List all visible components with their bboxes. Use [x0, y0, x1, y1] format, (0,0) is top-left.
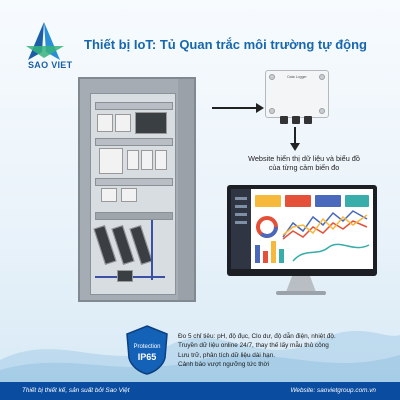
cabinet-photo	[78, 77, 196, 302]
cable-gland	[304, 116, 312, 124]
website-caption-line: Website hiển thị dữ liệu và biểu đồ	[248, 154, 360, 163]
website-caption: Website hiển thị dữ liệu và biểu đồ của …	[240, 154, 368, 172]
din-rail	[95, 102, 173, 110]
dashboard-screen	[231, 189, 373, 269]
dashboard-graphic	[231, 189, 370, 269]
din-rail	[95, 138, 173, 146]
feature-item: Cảnh báo vượt ngưỡng tức thời	[178, 360, 270, 368]
feature-item: Đo 5 chỉ tiêu: pH, độ đục, Clo dư, độ dẫ…	[178, 333, 336, 340]
footer-website: Website: saovietgroup.com.vn	[290, 387, 377, 394]
arrow-right-icon	[212, 103, 264, 113]
data-logger-device: Data Logger	[265, 70, 329, 124]
website-caption-line: của từng cảm biến đo	[268, 163, 340, 173]
water-splash-decoration	[0, 330, 400, 382]
page-title: Thiết bị IoT: Tủ Quan trắc môi trường tự…	[84, 37, 367, 52]
screw	[319, 74, 325, 80]
display-module	[99, 148, 123, 174]
pump	[117, 270, 133, 282]
badge-top-text: Protection	[133, 344, 160, 350]
shield-icon: Protection IP65	[126, 325, 168, 375]
screw	[269, 108, 275, 114]
footer-bar: Thiết bị thiết kế, sản suất bởi Sao Việt…	[0, 382, 400, 400]
cable-gland	[280, 116, 288, 124]
feature-list: Đo 5 chỉ tiêu: pH, độ đục, Clo dư, độ dẫ…	[178, 332, 398, 369]
feature-item: Lưu trữ, phân tích dữ liệu dài hạn.	[178, 351, 276, 359]
cabinet-interior	[90, 93, 176, 295]
cable-gland	[292, 116, 300, 124]
socket	[121, 188, 137, 202]
monitor	[227, 185, 377, 276]
breaker	[115, 114, 131, 132]
socket	[101, 188, 117, 202]
device-label: Data Logger	[287, 75, 307, 79]
sao-viet-logo-icon	[26, 22, 64, 60]
screw	[269, 74, 275, 80]
badge-bottom-text: IP65	[138, 352, 157, 362]
monitor-stand	[286, 276, 316, 292]
relay	[127, 150, 139, 170]
arrow-down-icon	[290, 127, 300, 151]
divider-shelf	[95, 212, 173, 220]
monitor-base	[276, 291, 326, 295]
feature-item: Truyền dữ liệu online 24/7, thay thế lấy…	[178, 342, 329, 350]
relay	[141, 150, 153, 170]
cabinet-door	[178, 79, 194, 300]
pipe	[151, 220, 153, 280]
din-rail	[95, 178, 173, 186]
relay	[155, 150, 167, 170]
controller	[135, 112, 167, 134]
footer-credit: Thiết bị thiết kế, sản suất bởi Sao Việt	[22, 387, 130, 394]
logo-text: SAO VIET	[28, 60, 73, 70]
breaker	[97, 114, 113, 132]
screw	[319, 108, 325, 114]
